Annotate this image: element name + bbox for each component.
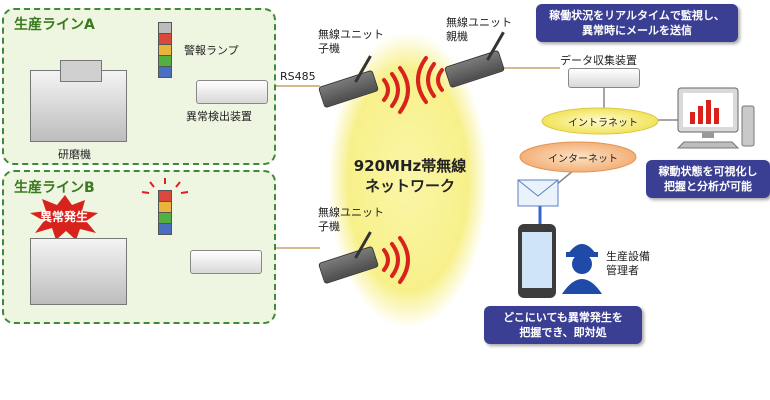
warning-lamp-a [158, 22, 172, 78]
manager-icon [562, 244, 602, 294]
wireless-child-bottom-label: 無線ユニット 子機 [318, 206, 384, 234]
callout-anywhere: どこにいても異常発生を 把握でき、即対処 [484, 306, 642, 344]
alert-burst-label: 異常発生 [40, 210, 89, 224]
zone-line-a-title: 生産ラインA [14, 17, 95, 33]
data-collector-label: データ収集装置 [560, 54, 637, 67]
smartphone-icon [518, 224, 556, 298]
wireless-child-bottom-text: 無線ユニット 子機 [318, 206, 384, 233]
network-label: 920MHz帯無線 ネットワーク [353, 157, 467, 195]
alert-burst-b [30, 195, 98, 240]
wireless-parent-label: 無線ユニット 親機 [446, 16, 512, 44]
internet-label: インターネット [548, 154, 618, 165]
wireless-parent-text: 無線ユニット 親機 [446, 16, 512, 43]
monitor-pc-icon [676, 87, 755, 149]
grinder-machine-b [30, 238, 127, 305]
rs485-label: RS485 [280, 70, 316, 83]
wireless-child-top-label: 無線ユニット 子機 [318, 28, 384, 56]
anomaly-detector-a [196, 80, 268, 104]
intranet-label: イントラネット [568, 118, 638, 129]
grinder-part-a [60, 60, 102, 82]
warning-lamp-label: 警報ランプ [184, 44, 239, 57]
email-icon [517, 179, 559, 207]
zone-line-b-title: 生産ラインB [14, 180, 95, 196]
intranet-cloud [541, 107, 659, 135]
wireless-child-top-text: 無線ユニット 子機 [318, 28, 384, 55]
internet-cloud [519, 141, 637, 173]
callout-visualize: 稼動状態を可視化し 把握と分析が可能 [646, 160, 770, 198]
alarm-flash-icon [141, 178, 189, 194]
anomaly-detector-b [190, 250, 262, 274]
data-collector-device [568, 68, 640, 88]
grinder-label: 研磨機 [58, 148, 91, 161]
callout-monitor: 稼働状況をリアルタイムで監視し、 異常時にメールを送信 [536, 4, 738, 42]
anomaly-detector-label: 異常検出装置 [186, 110, 252, 123]
manager-label: 生産設備 管理者 [606, 250, 650, 277]
warning-lamp-b [158, 190, 172, 235]
